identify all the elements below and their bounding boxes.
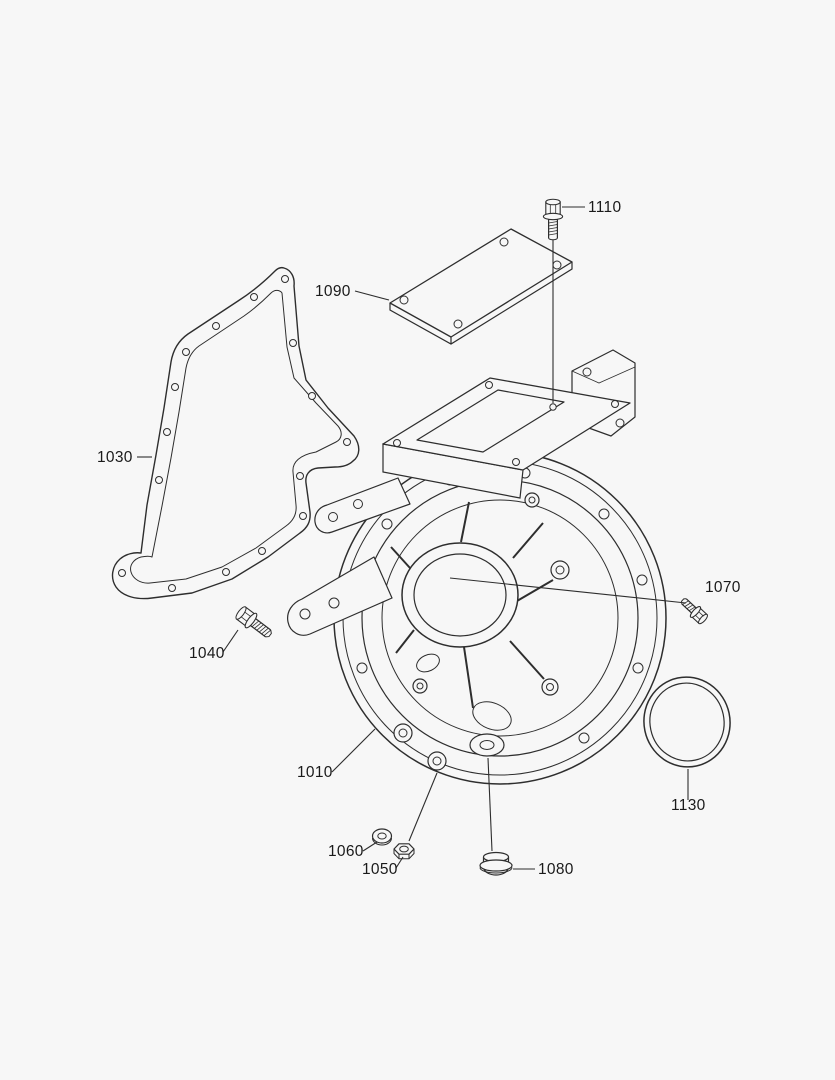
callout-label-1060[interactable]: 1060 [328,843,364,860]
cover-plate-part [389,228,573,345]
housing-center-bore [401,542,519,648]
callout-label-1030[interactable]: 1030 [97,449,133,466]
plug-part [479,851,513,876]
callout-label-1050[interactable]: 1050 [362,861,398,878]
hex-bolt-1110-part [542,198,564,241]
hex-bolt-1040-part [235,606,272,638]
bolt-1110-target-hole [549,403,557,411]
gasket-bolt-holes [118,275,351,592]
callout-label-1040[interactable]: 1040 [189,645,225,662]
o-ring-part [643,676,731,768]
callout-label-1070[interactable]: 1070 [705,579,741,596]
hex-nut-part [393,843,415,860]
gasket-part [111,266,360,600]
callout-label-1080[interactable]: 1080 [538,861,574,878]
washer-part [371,828,393,846]
housing-top-mount [382,377,631,499]
housing-mount-lugs [287,477,411,636]
housing-ribs [390,501,554,709]
flywheel-housing-part [287,349,667,785]
callout-label-1130[interactable]: 1130 [671,797,706,814]
callout-labels: 1110 1090 1030 1040 1070 1010 1130 1060 … [97,199,741,878]
hex-bolt-1070-part [681,598,708,625]
callout-label-1110[interactable]: 1110 [588,199,621,216]
callout-label-1010[interactable]: 1010 [297,764,333,781]
callout-label-1090[interactable]: 1090 [315,283,351,300]
leader-lines [137,206,689,870]
